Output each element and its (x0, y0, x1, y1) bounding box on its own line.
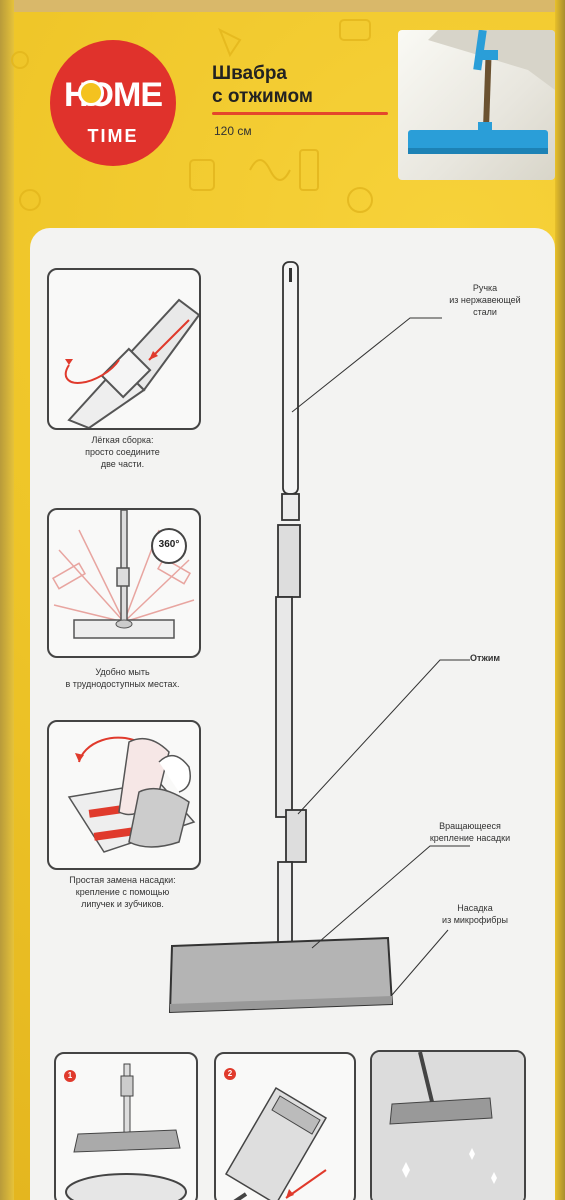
handle-callout: Ручка из нержавеющей стали (420, 282, 550, 318)
callout-line: крепление насадки (429, 833, 511, 843)
step-assembly-illustration (47, 268, 201, 430)
rotation-360-icon: 360° (151, 528, 187, 564)
step-pad-replacement-illustration (47, 720, 201, 870)
callout-line: Ручка (472, 283, 498, 293)
step-number-badge: 1 (64, 1070, 76, 1082)
caption-line: Удобно мыть (95, 667, 150, 677)
step-rotation-caption: Удобно мыть в труднодоступных местах. (40, 666, 205, 690)
caption-line: в труднодоступных местах. (65, 679, 180, 689)
right-edge (555, 0, 565, 1200)
callout-line: из микрофибры (442, 915, 508, 925)
caption-line: Лёгкая сборка: (91, 435, 154, 445)
brand-logo: HOME TIME (50, 40, 176, 166)
clock-icon (78, 80, 104, 106)
background-pattern (11, 19, 373, 213)
step-assembly-caption: Лёгкая сборка: просто соедините две част… (40, 434, 205, 470)
callout-line: стали (473, 307, 497, 317)
caption-line: Простая замена насадки: (69, 875, 176, 885)
product-photo (398, 30, 555, 180)
product-title: Швабра с отжимом (212, 62, 313, 108)
caption-line: просто соедините (85, 447, 160, 457)
logo-time-text: TIME (87, 126, 139, 146)
product-title-line2: с отжимом (212, 86, 313, 107)
left-edge (0, 0, 14, 1200)
title-underline (212, 112, 388, 115)
step-pad-caption: Простая замена насадки: крепление с помо… (40, 874, 205, 910)
caption-line: две части. (100, 459, 145, 469)
usage-step-3: 3 (370, 1050, 526, 1200)
top-edge (0, 0, 565, 12)
swivel-callout: Вращающееся крепление насадки (400, 820, 540, 844)
caption-line: липучек и зубчиков. (81, 899, 164, 909)
callout-line: Насадка (457, 903, 493, 913)
callout-line: из нержавеющей (449, 295, 521, 305)
step-number-badge: 2 (224, 1068, 236, 1080)
usage-step-1: 1 (54, 1052, 198, 1200)
step-rotation-illustration: 360° (47, 508, 201, 658)
callout-lines (291, 317, 470, 996)
product-size: 120 см (214, 124, 252, 138)
caption-line: крепление с помощью (75, 887, 170, 897)
wringer-callout: Отжим (470, 653, 501, 663)
rotation-360-label: 360° (158, 539, 180, 550)
usage-step-2: 2 (214, 1052, 356, 1200)
callout-line: Вращающееся (439, 821, 501, 831)
product-title-line1: Швабра (212, 63, 287, 84)
pad-callout: Насадка из микрофибры (420, 902, 530, 926)
mop-drawing (168, 261, 394, 1014)
